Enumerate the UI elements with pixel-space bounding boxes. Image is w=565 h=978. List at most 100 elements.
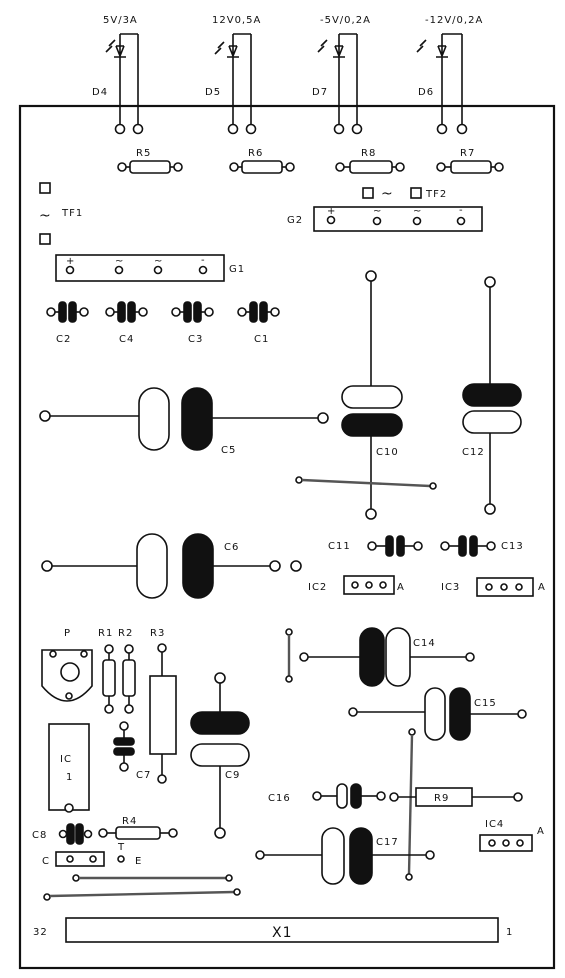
g1-pin-ac-2: ~ [154,256,163,267]
capacitor-c2: C2 [46,301,89,345]
g1-pin-minus: - [201,255,206,266]
rectifier-g2: G2 + ~ ~ - [287,205,483,232]
capacitor-c17: C17 [255,827,435,885]
led-d6: -12V/0,2A D6 [416,15,483,135]
capacitor-c7: C7 [113,721,151,781]
c17-label: C17 [376,837,399,848]
c9-label: C9 [225,770,240,781]
c3-label: C3 [188,334,203,345]
jumper-wire-diagonal [405,728,416,881]
r2-label: R2 [118,628,133,639]
c2-label: C2 [56,334,71,345]
resistor-r5: R5 [117,148,183,174]
led-d5-ref: D5 [205,87,221,98]
potentiometer-p: P [41,628,93,702]
x1-pin-left: 32 [33,927,48,938]
ic-ic2: IC2 A [308,575,405,595]
capacitor-c5: C5 [39,387,329,456]
capacitor-c16: C16 [268,783,386,809]
tf1-label: TF1 [61,208,83,219]
resistor-r7: R7 [436,148,504,174]
ic3-label: IC3 [441,582,460,593]
pot-label: P [64,628,71,639]
transistor-t-label: T [117,842,125,853]
led-d7-rating: -5V/0,2A [320,15,371,26]
c10-label: C10 [376,447,399,458]
ic2-label: IC2 [308,582,327,593]
c1-label: C1 [254,334,269,345]
c8-label: C8 [32,830,47,841]
r1-label: R1 [98,628,113,639]
x1-label: X1 [272,925,293,941]
tf2-label: TF2 [425,189,447,200]
capacitor-c3: C3 [171,301,214,345]
c11-label: C11 [328,541,351,552]
transformer-tf1: ~ TF1 [39,182,83,245]
x1-pin-right: 1 [506,927,513,938]
capacitor-c9: C9 [190,672,250,839]
capacitor-c11: C11 [328,535,423,557]
g1-pin-plus: + [66,256,75,267]
resistor-r2: R2 [118,628,136,714]
capacitor-c14: C14 [285,627,475,687]
led-d6-rating: -12V/0,2A [425,15,483,26]
transistor-t: C T E [42,842,142,867]
ic2-pin-a: A [397,582,405,593]
resistor-r3: R3 [149,628,177,784]
led-d6-ref: D6 [418,87,434,98]
edge-connector-x1: 32 X1 1 [33,917,513,943]
c16-label: C16 [268,793,291,804]
ic3-pin-a: A [538,582,546,593]
led-d4: 5V/3A D4 [92,15,144,135]
tf2-tilde: ~ [381,186,394,202]
capacitor-c13: C13 [440,535,524,557]
ic-ic1: IC 1 [48,723,90,813]
c5-label: C5 [221,445,236,456]
capacitor-c10: C10 [341,270,403,520]
led-d4-ref: D4 [92,87,108,98]
g1-label: G1 [229,264,245,275]
jumper-wires-bottom [43,874,241,901]
transformer-tf2: ~ TF2 [362,186,447,202]
capacitor-c12: C12 [462,276,522,515]
capacitor-c8: C8 [32,823,93,845]
r4-label: R4 [122,816,137,827]
led-d7-ref: D7 [312,87,328,98]
r6-label: R6 [248,148,263,159]
c15-label: C15 [474,698,497,709]
c13-label: C13 [501,541,524,552]
ic-ic4: IC4 A [479,819,544,852]
g1-pin-ac-1: ~ [115,256,124,267]
jumper-wire-1 [295,476,437,490]
resistor-r4: R4 [98,816,178,840]
g2-pin-plus: + [327,206,336,217]
led-d7: -5V/0,2A D7 [312,15,371,135]
c7-label: C7 [136,770,151,781]
tf1-tilde: ~ [39,208,52,224]
resistor-r1: R1 [98,628,116,714]
g2-pin-minus: - [459,205,464,216]
c6-label: C6 [224,542,239,553]
resistor-r8: R8 [335,148,405,174]
c4-label: C4 [119,334,134,345]
r9-label: R9 [434,793,449,804]
g2-pin-ac-2: ~ [413,206,422,217]
resistor-r9: R9 [389,787,523,807]
g2-pin-ac-1: ~ [373,206,382,217]
resistor-r6: R6 [229,148,295,174]
capacitor-c6: C6 [41,533,302,599]
led-d5-rating: 12V0,5A [212,15,261,26]
c12-label: C12 [462,447,485,458]
led-d5: 12V0,5A D5 [205,15,261,135]
board-outline [18,104,556,970]
ic4-label: IC4 [485,819,504,830]
r7-label: R7 [460,148,475,159]
r5-label: R5 [136,148,151,159]
capacitor-c1: C1 [237,301,280,345]
led-d4-rating: 5V/3A [103,15,138,26]
rectifier-g1: + ~ ~ - G1 [55,254,245,282]
c14-label: C14 [413,638,436,649]
g2-label: G2 [287,215,303,226]
transistor-e-label: E [135,856,142,867]
